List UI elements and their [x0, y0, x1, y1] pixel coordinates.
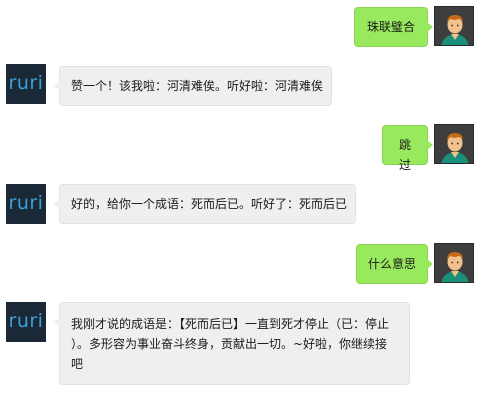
message-bot-3: ruri 我刚才说的成语是：【死而后已】一直到死才停止（已：停止 ）。多形容为事… [0, 302, 480, 388]
user-avatar[interactable] [434, 6, 474, 46]
user-avatar[interactable] [434, 243, 474, 283]
ruri-logo-icon: ruri [8, 310, 44, 332]
person-avatar-icon [435, 125, 473, 163]
message-text-line-1: 我刚才说的成语是：【死而后已】一直到死才停止（已：停止 [71, 317, 390, 331]
bot-avatar[interactable]: ruri [6, 64, 46, 104]
message-text: 什么意思 [368, 257, 417, 271]
message-bubble: 珠联璧合 [354, 7, 433, 47]
message-text: 珠联璧合 [366, 20, 415, 34]
message-bubble: 赞一个！该我啦：河清难俟。听好啦：河清难俟 [54, 66, 332, 106]
message-text: 跳过 [398, 138, 411, 172]
message-user-1: 珠联璧合 [0, 6, 480, 48]
message-text-line-3: 吧 [71, 357, 84, 371]
person-avatar-icon [435, 7, 473, 45]
bot-avatar[interactable]: ruri [6, 184, 46, 224]
user-avatar[interactable] [434, 124, 474, 164]
ruri-logo-icon: ruri [8, 192, 44, 214]
message-bubble: 好的，给你一个成语：死而后已。听好了：死而后已 [54, 184, 356, 224]
message-bubble: 跳过 [382, 125, 433, 172]
message-text: 好的，给你一个成语：死而后已。听好了：死而后已 [71, 197, 348, 211]
message-bubble: 什么意思 [356, 244, 433, 284]
bot-avatar[interactable]: ruri [6, 302, 46, 342]
person-avatar-icon [435, 244, 473, 282]
ruri-logo-icon: ruri [8, 72, 44, 94]
message-text-line-2: ）。多形容为事业奋斗终身，贡献出一切。~好啦，你继续接 [71, 337, 388, 351]
message-bubble: 我刚才说的成语是：【死而后已】一直到死才停止（已：停止 ）。多形容为事业奋斗终身… [54, 302, 410, 385]
message-user-2: 跳过 [0, 124, 480, 172]
message-text: 赞一个！该我啦：河清难俟。听好啦：河清难俟 [71, 79, 324, 93]
message-bot-2: ruri 好的，给你一个成语：死而后已。听好了：死而后已 [0, 184, 480, 226]
message-bot-1: ruri 赞一个！该我啦：河清难俟。听好啦：河清难俟 [0, 64, 480, 108]
message-user-3: 什么意思 [0, 243, 480, 285]
